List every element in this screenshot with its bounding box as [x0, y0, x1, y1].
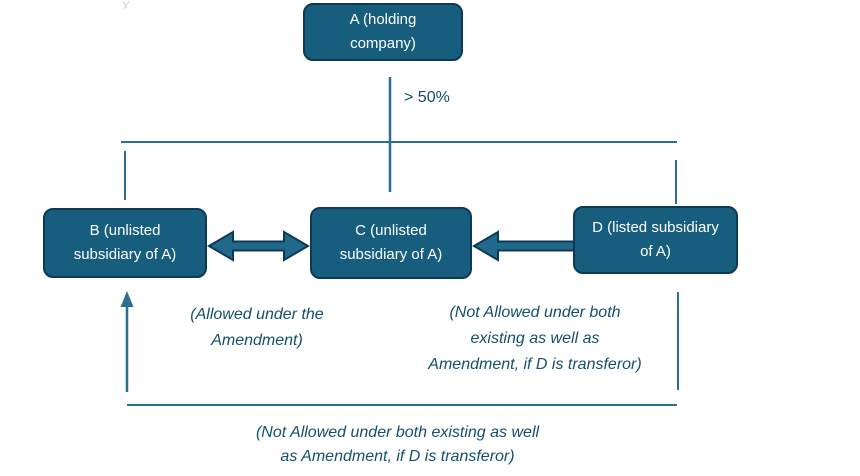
node-d-label-line1: D (listed subsidiary — [592, 219, 719, 236]
b-c-double-arrow — [207, 230, 310, 262]
node-b-label-line2: subsidiary of A) — [73, 246, 177, 263]
node-a-holding-company: A (holding company) — [303, 3, 463, 61]
node-a-label-line1: A (holding — [349, 11, 417, 28]
node-a-label-line2: company) — [350, 35, 416, 52]
node-c-label-line1: C (unlisted — [355, 222, 427, 239]
annotation-b-c-line1: (Allowed under the — [190, 306, 324, 323]
annotation-b-c-allowed: (Allowed under the Amendment) — [167, 302, 347, 354]
d-c-arrow — [472, 230, 575, 262]
annotation-d-c-not-allowed: (Not Allowed under both existing as well… — [403, 300, 667, 378]
annotation-d-b-line1: (Not Allowed under both existing as well — [255, 424, 540, 441]
annotation-d-c-line3: Amendment, if D is transferor) — [428, 356, 642, 373]
annotation-b-c-line2: Amendment) — [211, 332, 303, 349]
node-d-label-line2: of A) — [640, 243, 671, 260]
node-c-label-line2: subsidiary of A) — [339, 246, 443, 263]
node-c-unlisted-subsidiary: C (unlisted subsidiary of A) — [310, 207, 472, 279]
annotation-d-c-line2: existing as well as — [470, 330, 600, 347]
node-d-listed-subsidiary: D (listed subsidiary of A) — [573, 206, 738, 274]
b-up-arrowhead — [120, 291, 134, 307]
annotation-d-b-not-allowed: (Not Allowed under both existing as well… — [225, 421, 570, 469]
ownership-percentage-label: > 50% — [404, 89, 450, 106]
annotation-d-b-line2: as Amendment, if D is transferor) — [280, 448, 515, 465]
cropped-text-artifact — [122, 0, 130, 10]
node-b-label-line1: B (unlisted — [89, 222, 161, 239]
d-to-b-path — [120, 291, 679, 406]
annotation-d-c-line1: (Not Allowed under both — [449, 304, 621, 321]
node-b-unlisted-subsidiary: B (unlisted subsidiary of A) — [43, 208, 207, 278]
